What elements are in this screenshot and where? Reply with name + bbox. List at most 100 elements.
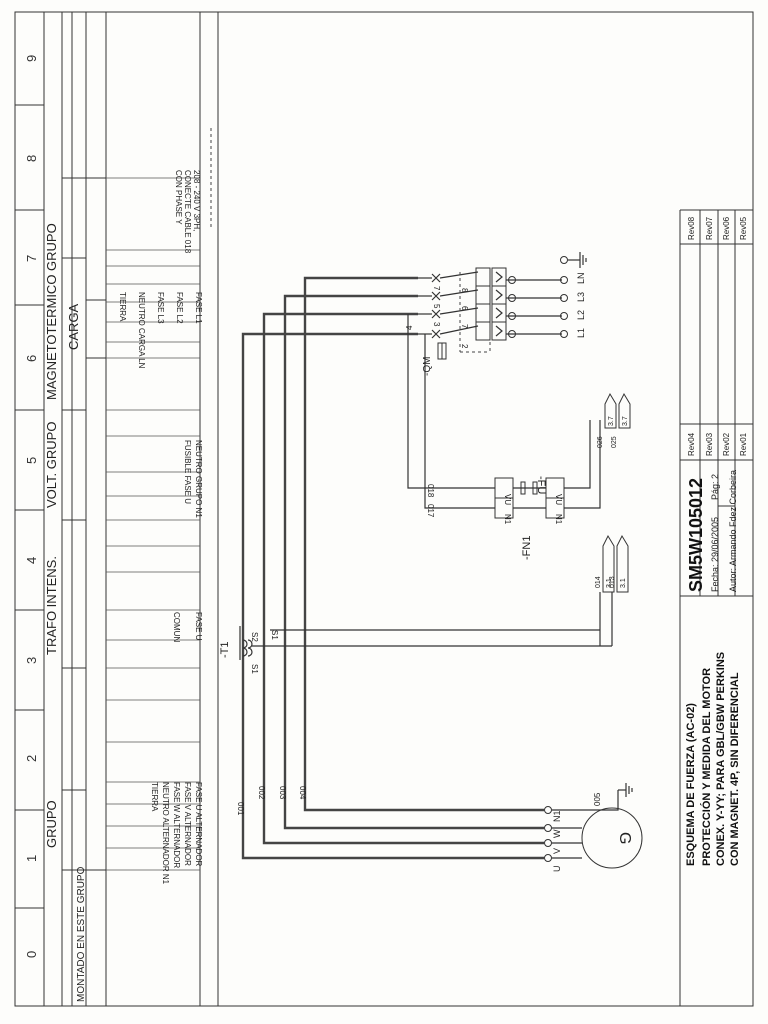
label-fase-l2: FASE L2 (175, 292, 184, 324)
terminal-u: U (552, 866, 562, 873)
volt-header: VOLT. GRUPO (44, 422, 59, 508)
svg-text:014: 014 (595, 576, 602, 588)
wire-002 (262, 312, 544, 845)
label-neutro-alternador: NEUTRO ALTERNADOR N1 (161, 782, 170, 885)
title-line-4: CON MAGNET. 4P, SIN DIFERENCIAL (729, 672, 741, 866)
carga-header: CARGA (66, 303, 81, 350)
svg-text:3.7: 3.7 (622, 416, 629, 426)
page-number: Pág: 2 (710, 474, 720, 500)
magneto-header: MAGNETOTERMICO GRUPO (44, 223, 59, 400)
wire-003 (283, 294, 544, 830)
zone-1: 1 (24, 855, 39, 862)
svg-text:3.1: 3.1 (606, 578, 613, 588)
fuse-block: N1 VU N1 VU -FN1 -FU 017 018 (407, 314, 601, 560)
ground-icon (618, 783, 633, 797)
zone-7: 7 (24, 255, 39, 262)
zone-8: 8 (24, 155, 39, 162)
pin-4: 4 (405, 325, 414, 330)
zone-3: 3 (24, 657, 39, 664)
label-fase-l1: FASE L1 (194, 292, 203, 324)
title-block: ESQUEMA DE FUERZA (AC-02) PROTECCIÓN Y M… (679, 209, 753, 866)
pin-7: 7 (460, 324, 469, 329)
pin-7-left: 7 (432, 286, 441, 291)
pin-5: 5 (432, 304, 441, 309)
label-fase-w-alternador: FASE W ALTERNADOR (172, 782, 181, 868)
rev03: Rev03 (705, 432, 714, 456)
grupo-header: GRUPO (44, 800, 59, 848)
zone-9: 9 (24, 55, 39, 62)
title-line-3: CONEX. Y-YY; PARA GBL/GBW PERKINS (715, 652, 727, 866)
author: Autor: Armando Fdez Corbeira (728, 470, 738, 592)
zone-2: 2 (24, 755, 39, 762)
date: Fecha: 29/06/2005 (710, 517, 720, 592)
load-terminals: L1 L2 L3 LN (506, 252, 587, 338)
svg-text:013: 013 (609, 576, 616, 588)
note-voltage: 208 - 240 V 3PH, (192, 170, 201, 231)
trafo-header: TRAFO INTENS. (44, 556, 59, 655)
rev01: Rev01 (739, 432, 748, 456)
terminal-l3: L3 (576, 292, 586, 302)
drawing-code: SM5W105012 (686, 478, 706, 592)
svg-text:3.1: 3.1 (620, 578, 627, 588)
note-cable: CONECTE CABLE 018 (183, 170, 192, 254)
off-page-references: 3.1 014 3.1 013 3.7 026 3.7 025 (595, 392, 631, 646)
svg-text:026: 026 (597, 436, 604, 448)
pin-2: 2 (460, 344, 469, 349)
fn1-vu-bottom: VU (554, 494, 563, 505)
terminal-l1: L1 (576, 328, 586, 338)
wire-004 (303, 276, 544, 812)
s2-label: S2 (250, 632, 259, 642)
svg-text:3.7: 3.7 (608, 416, 615, 426)
breaker-contacts (431, 271, 479, 339)
wire-004-label: 004 (298, 786, 307, 800)
fu-label: -FU (535, 476, 547, 494)
circuit-breaker-qm: -QM 4 8 6 7 2 7 5 3 (405, 271, 491, 376)
terminal-ln: LN (576, 272, 586, 284)
rev04: Rev04 (687, 432, 696, 456)
fn1-vu-top: VU (503, 494, 512, 505)
wire-001 (241, 332, 544, 860)
zone-0: 0 (24, 951, 39, 958)
title-line-2: PROTECCIÓN Y MEDIDA DEL MOTOR (700, 668, 713, 866)
main-wires: 001 002 003 004 (236, 276, 544, 860)
terminal-l2: L2 (576, 310, 586, 320)
wire-017-label: 017 (426, 504, 435, 518)
wire-005-label: 005 (593, 792, 602, 806)
t1-label: -T1 (219, 642, 231, 659)
fn1-label: -FN1 (521, 536, 533, 560)
label-fase-l3: FASE L3 (156, 292, 165, 324)
title-line-1: ESQUEMA DE FUERZA (AC-02) (685, 703, 697, 866)
note-phase: CON PHASE Y (174, 170, 183, 225)
wire-003-label: 003 (278, 786, 287, 800)
terminal-v: V (552, 848, 562, 854)
zone-5: 5 (24, 457, 39, 464)
fn1-n1-bottom: N1 (554, 514, 563, 525)
terminal-w: W (552, 829, 562, 838)
label-fase-u-alternador: FASE U ALTERNADOR (194, 782, 203, 867)
label-fase-u: FASE U (194, 612, 203, 641)
label-neutro-grupo: NEUTRO GRUPO N1 (194, 440, 203, 518)
wire-001-label: 001 (236, 802, 245, 816)
s1-bottom-label: S1 (250, 664, 259, 674)
rev02: Rev02 (722, 432, 731, 456)
current-transformer: -T1 S1 S2 S1 (219, 626, 612, 674)
zone-numbers: 0 1 2 3 4 5 6 7 8 9 (24, 55, 39, 958)
label-fusible-fase-u: FUSIBLE FASE U (183, 440, 192, 504)
fn1-n1-top: N1 (503, 514, 512, 525)
pin-8: 8 (460, 288, 469, 293)
qm-label: -QM (422, 357, 433, 376)
ref-013: 3.1 013 (609, 534, 629, 593)
zone-dividers (15, 104, 44, 909)
mounted-label: MONTADO EN ESTE GRUPO (76, 866, 87, 1002)
label-tierra-1: TIERRA (150, 782, 159, 812)
wire-002-label: 002 (257, 786, 266, 800)
generator: G U V W N1 005 (544, 783, 643, 873)
wire-018-label: 018 (426, 484, 435, 498)
ref-025: 3.7 025 (611, 392, 631, 448)
terminal-n1: N1 (552, 810, 562, 822)
label-neutro-carga: NEUTRO CARGA LN (137, 292, 146, 369)
s1-top-label: S1 (270, 630, 279, 640)
label-fase-v-alternador: FASE V ALTERNADOR (183, 782, 192, 866)
